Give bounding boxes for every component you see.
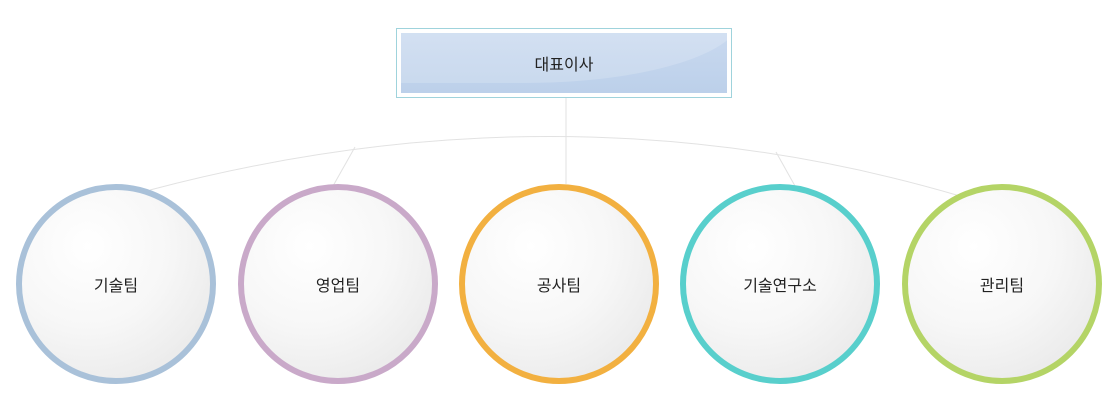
dept-label-sales: 영업팀 [315, 276, 361, 295]
dept-label-construction: 공사팀 [536, 276, 582, 295]
dept-node-research: 기술연구소 [680, 184, 880, 384]
dept-node-management: 관리팀 [902, 184, 1102, 384]
ceo-node-fill: 대표이사 [401, 33, 727, 93]
dept-label-tech: 기술팀 [93, 276, 139, 295]
connector-branch-sales [332, 146, 356, 187]
dept-node-sales: 영업팀 [238, 184, 438, 384]
ceo-node: 대표이사 [396, 28, 732, 98]
dept-label-management: 관리팀 [979, 276, 1025, 295]
connector-branch-research [775, 151, 796, 187]
connector-arc [149, 135, 961, 197]
dept-node-construction: 공사팀 [459, 184, 659, 384]
dept-node-tech: 기술팀 [16, 184, 216, 384]
dept-label-research: 기술연구소 [743, 276, 817, 295]
ceo-label: 대표이사 [534, 55, 594, 74]
